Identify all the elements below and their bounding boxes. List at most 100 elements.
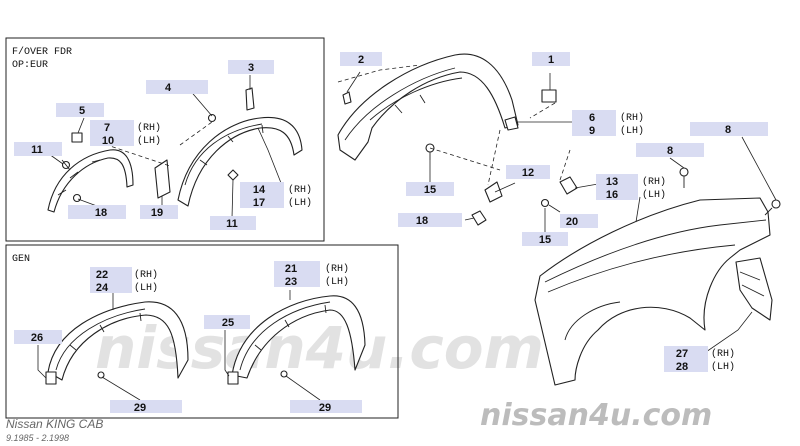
side-label-28-lh: (LH) xyxy=(711,361,735,373)
svg-text:29: 29 xyxy=(319,402,331,414)
screw-15-right xyxy=(540,198,550,208)
side-label-16-lh: (LH) xyxy=(642,189,666,201)
side-label-23-lh: (LH) xyxy=(325,276,349,288)
svg-text:6: 6 xyxy=(589,112,595,124)
callout-15-left: 15 xyxy=(406,182,454,196)
clip-18-left xyxy=(72,193,82,203)
svg-text:15: 15 xyxy=(424,184,436,196)
callout-21: 21 xyxy=(274,261,320,275)
clip-6-9 xyxy=(504,116,519,131)
callout-13: 13 xyxy=(596,174,638,188)
side-label-9-lh: (LH) xyxy=(620,125,644,137)
svg-text:25: 25 xyxy=(222,317,234,329)
section-label-opeur: OP:EUR xyxy=(12,60,48,71)
callout-22: 22 xyxy=(90,267,132,281)
svg-text:24: 24 xyxy=(96,282,109,294)
clip-11-bottom xyxy=(227,169,239,181)
bolt-8-top xyxy=(679,167,689,188)
callout-11-left: 11 xyxy=(14,142,62,156)
svg-text:11: 11 xyxy=(31,144,43,156)
bracket-26 xyxy=(45,371,57,385)
section-label-gen: GEN xyxy=(12,254,30,265)
side-label-10-lh: (LH) xyxy=(137,135,161,147)
gen-leaders xyxy=(37,290,321,401)
callout-18-left: 18 xyxy=(68,205,126,219)
bolt-8-right xyxy=(764,199,781,216)
side-label-17-lh: (LH) xyxy=(288,197,312,209)
callout-3: 3 xyxy=(228,60,274,74)
svg-text:8: 8 xyxy=(667,145,673,157)
svg-text:17: 17 xyxy=(253,197,265,209)
svg-text:1: 1 xyxy=(548,54,554,66)
large-arch-extension xyxy=(177,116,303,207)
callout-24: 24 xyxy=(90,280,132,294)
svg-text:10: 10 xyxy=(102,135,114,147)
front-fender xyxy=(534,197,771,386)
callout-18-center: 18 xyxy=(398,213,462,227)
svg-text:14: 14 xyxy=(253,184,266,196)
callout-17: 17 xyxy=(240,195,284,209)
watermark-bottom: nissan4u.com xyxy=(480,398,712,433)
flare-left xyxy=(47,301,189,381)
callout-4: 4 xyxy=(146,80,208,94)
clip-29-right xyxy=(280,370,288,378)
callout-16: 16 xyxy=(596,187,638,201)
callout-27: 27 xyxy=(664,346,708,360)
svg-text:29: 29 xyxy=(134,402,146,414)
side-label-22-rh: (RH) xyxy=(134,269,158,281)
svg-text:5: 5 xyxy=(79,105,85,117)
callout-5: 5 xyxy=(56,103,104,117)
section-label-fover: F/OVER FDR xyxy=(12,46,72,58)
svg-text:16: 16 xyxy=(606,189,618,201)
svg-text:26: 26 xyxy=(31,332,43,344)
svg-text:15: 15 xyxy=(539,234,551,246)
svg-text:28: 28 xyxy=(676,361,688,373)
svg-text:21: 21 xyxy=(285,263,297,275)
screw-15-left xyxy=(425,143,435,160)
bracket-19 xyxy=(154,159,171,199)
callout-12: 12 xyxy=(506,165,550,179)
callout-15-right: 15 xyxy=(522,232,568,246)
screw-4 xyxy=(207,113,217,123)
clip-18-center xyxy=(471,210,487,226)
side-label-21-rh: (RH) xyxy=(325,263,349,275)
svg-text:23: 23 xyxy=(285,276,297,288)
small-clip-5 xyxy=(71,132,83,143)
callout-28: 28 xyxy=(664,359,708,373)
bracket-12 xyxy=(484,181,503,203)
small-arch-trim xyxy=(47,149,134,213)
svg-text:19: 19 xyxy=(151,207,163,219)
callout-2: 2 xyxy=(340,52,382,66)
callout-7: 7 xyxy=(90,120,134,134)
svg-text:2: 2 xyxy=(358,54,364,66)
svg-text:13: 13 xyxy=(606,176,618,188)
svg-text:4: 4 xyxy=(165,82,172,94)
side-label-7-rh: (RH) xyxy=(137,122,161,134)
svg-text:18: 18 xyxy=(416,215,428,227)
clip-2 xyxy=(342,91,352,105)
svg-text:11: 11 xyxy=(226,218,238,230)
callout-19: 19 xyxy=(140,205,178,219)
section-frame-bottom-left xyxy=(5,244,399,419)
callout-29-right: 29 xyxy=(290,400,362,414)
bracket-3 xyxy=(245,87,255,111)
caption-dates: 9.1985 - 2.1998 xyxy=(6,433,69,443)
callout-8-right: 8 xyxy=(690,122,768,136)
svg-text:9: 9 xyxy=(589,125,595,137)
svg-text:8: 8 xyxy=(725,124,731,136)
side-label-27-rh: (RH) xyxy=(711,348,735,360)
watermark-large: nissan4u.com xyxy=(95,314,544,382)
callout-26: 26 xyxy=(14,330,62,344)
section-frame-top-left xyxy=(5,37,325,242)
callout-25: 25 xyxy=(204,315,250,329)
wheel-house-liner xyxy=(337,53,519,161)
nut-1 xyxy=(541,89,557,103)
svg-text:3: 3 xyxy=(248,62,254,74)
svg-text:27: 27 xyxy=(676,348,688,360)
callout-23: 23 xyxy=(274,274,320,288)
bracket-20 xyxy=(559,176,578,195)
svg-text:18: 18 xyxy=(95,207,107,219)
callout-10: 10 xyxy=(90,133,134,147)
svg-text:20: 20 xyxy=(566,216,578,228)
